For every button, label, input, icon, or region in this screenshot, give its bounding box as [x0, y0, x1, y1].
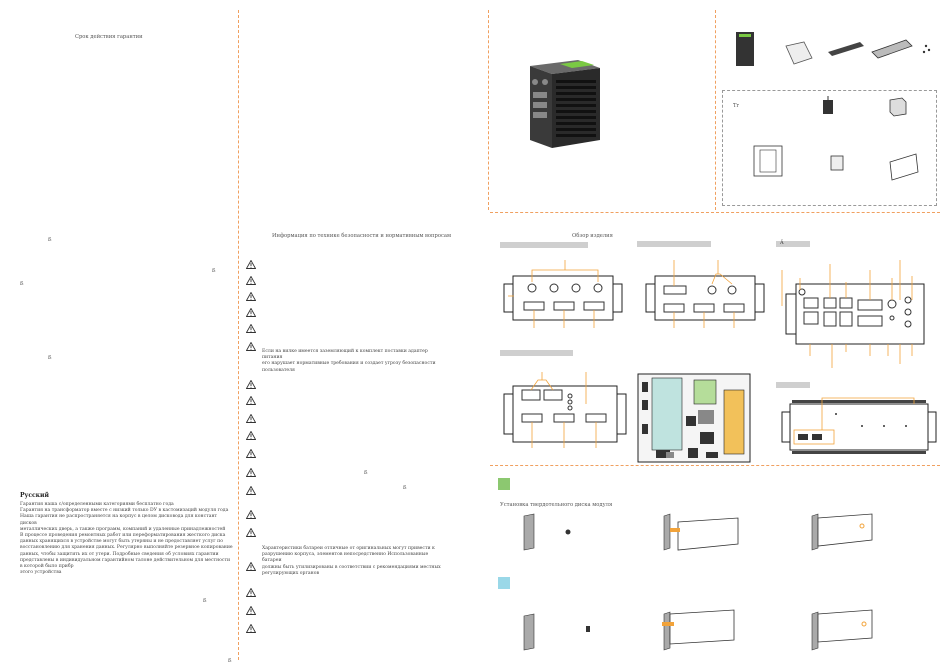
warning-icon — [245, 425, 257, 440]
motherboard-diagram — [637, 373, 751, 463]
note-line: его нарушает нормативные требования и со… — [262, 361, 436, 367]
note-line: разрушению корпуса, элементов непосредст… — [262, 552, 429, 564]
accessories-image — [736, 32, 931, 66]
mounting-parts-image — [753, 96, 919, 181]
paragraph-line: восстановлению для хранения данных. Регу… — [20, 545, 233, 551]
front-panel-1 — [503, 260, 623, 328]
column-divider-3 — [715, 10, 716, 210]
warning-icon — [245, 504, 257, 519]
side-label: Ä — [780, 240, 784, 246]
row-divider-2 — [490, 465, 940, 466]
warning-icon — [245, 522, 257, 537]
column-divider-2 — [488, 10, 489, 210]
paragraph-line: Наша гарантия не распространяется на кор… — [20, 514, 218, 526]
margin-mark: ß — [48, 237, 52, 243]
section-label-bar — [500, 242, 588, 248]
language-title: Русский — [20, 492, 49, 499]
margin-mark: ß — [48, 355, 52, 361]
warning-icon — [245, 374, 257, 389]
section-label-bar — [776, 382, 810, 388]
note-line: должны быть утилизированы в соответствии… — [262, 564, 441, 570]
section-label-bar — [500, 350, 573, 356]
warning-icon — [245, 302, 257, 317]
bottom-panel — [781, 397, 937, 454]
warning-icon — [245, 254, 257, 269]
warning-icon — [245, 270, 257, 285]
overview-title: Обзор изделия — [572, 233, 613, 239]
row-divider-1 — [490, 212, 940, 213]
install-label: Установка твердотельного диска модуля — [500, 502, 613, 508]
step-badge-blue — [498, 577, 510, 589]
warning-icon — [245, 556, 257, 571]
paragraph-line: В процессе проведения ремонтных работ ил… — [20, 533, 226, 539]
warning-icon — [245, 600, 257, 615]
warranty-heading: Срок действия гарантии — [75, 34, 143, 40]
column-divider-1 — [238, 10, 239, 660]
warning-icon — [245, 390, 257, 405]
paragraph-line: Гарантия на трансформатор вместе с низки… — [20, 508, 229, 514]
accessories-box — [722, 90, 937, 206]
side-panel — [781, 260, 925, 368]
section-label-bar — [776, 241, 810, 247]
paragraph-line: данных, чтобы защитить их от утери. Подр… — [20, 551, 219, 557]
margin-mark: ß — [403, 485, 407, 491]
note-line: Характеристики батареи отличные от ориги… — [262, 546, 435, 551]
warning-icon — [245, 286, 257, 301]
step-badge-green — [498, 478, 510, 490]
accessories-label: Tr — [733, 103, 739, 109]
margin-mark: ß — [20, 281, 24, 287]
install-step-ssd — [523, 513, 873, 651]
paragraph-line: данных хранящихся в устройстве могут быт… — [20, 539, 223, 545]
warning-icon — [245, 443, 257, 458]
safety-note-1: Если на вилке имеется заземляющий к комп… — [262, 349, 442, 374]
paragraph-line: в которой было прибр — [20, 564, 74, 570]
margin-mark: ß — [364, 470, 368, 476]
rear-panel — [503, 372, 627, 448]
paragraph-line: представлены в индивидуальном гарантийно… — [20, 557, 231, 563]
note-line: Если на вилке имеется заземляющий к комп… — [262, 349, 428, 361]
margin-mark: ß — [228, 658, 232, 664]
warning-icon — [245, 618, 257, 633]
warning-icon — [245, 480, 257, 495]
warning-icon — [245, 582, 257, 597]
margin-mark: ß — [203, 598, 207, 604]
paragraph-line: Гарантия наша с/определенными категориям… — [20, 502, 174, 507]
note-line: пользователя — [262, 367, 295, 373]
front-panel-2 — [645, 260, 765, 328]
note-line: регулирующих органов — [262, 570, 320, 576]
paragraph-line: металлических дверь, а также программ, к… — [20, 526, 226, 532]
warning-icon — [245, 318, 257, 333]
safety-note-2: Характеристики батареи отличные от ориги… — [262, 546, 442, 577]
warning-icon — [245, 462, 257, 477]
device-hero-image — [530, 60, 600, 148]
section-label-bar — [637, 241, 711, 247]
warranty-text: Гарантия наша с/определенными категориям… — [20, 502, 235, 576]
margin-mark: ß — [212, 268, 216, 274]
warning-icon — [245, 336, 257, 351]
paragraph-line: этого устройства — [20, 570, 62, 576]
warning-icon — [245, 408, 257, 423]
safety-heading: Информация по технике безопасности и нор… — [272, 233, 451, 239]
